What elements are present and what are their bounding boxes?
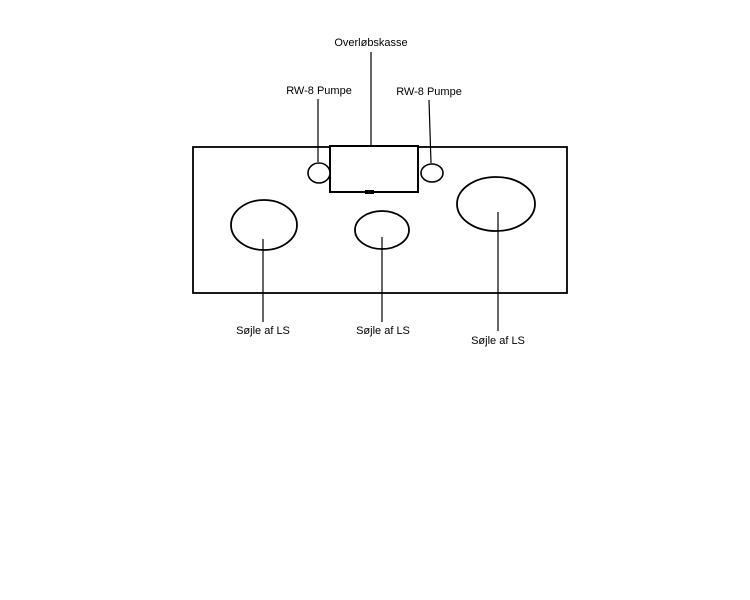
column-middle-label: Søjle af LS [356, 325, 410, 337]
overflow-box-shape [329, 145, 419, 193]
column-left-label: Søjle af LS [236, 325, 290, 337]
pump-right-shape [420, 163, 444, 183]
column-left-shape [230, 199, 298, 251]
overflow-box-outlet-notch [365, 190, 374, 194]
pump-left-label: RW-8 Pumpe [286, 85, 352, 97]
pump-right-leader-line [428, 99, 432, 164]
pump-right-label: RW-8 Pumpe [396, 86, 462, 98]
overflow-box-label: Overløbskasse [334, 37, 407, 49]
column-right-label: Søjle af LS [471, 335, 525, 347]
pump-left-shape [307, 162, 331, 184]
column-right-shape [456, 176, 536, 232]
